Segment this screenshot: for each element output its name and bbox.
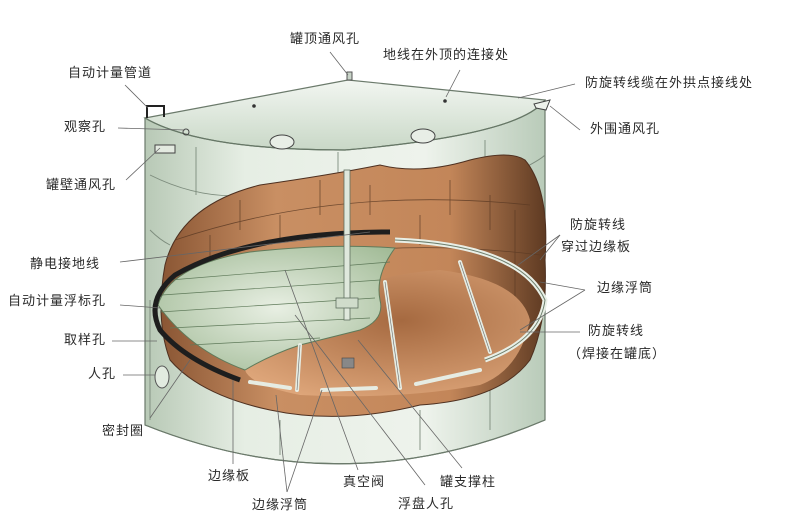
label-deck-manhole: 浮盘人孔 bbox=[398, 497, 455, 512]
label-anti-rotation-weld-1: 防旋转线 bbox=[588, 324, 645, 339]
label-auto-gauge-float-hole: 自动计量浮标孔 bbox=[8, 294, 107, 309]
label-anti-rotation-line-1: 防旋转线 bbox=[570, 218, 627, 233]
label-seal-ring: 密封圈 bbox=[102, 424, 145, 439]
label-inspection-hole: 观察孔 bbox=[64, 120, 107, 135]
label-support-column: 罐支撑柱 bbox=[440, 475, 497, 490]
label-static-ground-wire: 静电接地线 bbox=[30, 257, 101, 272]
label-rim-plate: 边缘板 bbox=[208, 469, 251, 484]
label-anti-rotation-line-2: 穿过边缘板 bbox=[561, 240, 632, 255]
label-vacuum-valve: 真空阀 bbox=[343, 475, 386, 490]
label-roof-vent: 罐顶通风孔 bbox=[290, 32, 361, 47]
label-sampling-hole: 取样孔 bbox=[64, 333, 107, 348]
label-ground-wire-top: 地线在外顶的连接处 bbox=[383, 48, 510, 63]
label-anti-rotation-cable-top: 防旋转线缆在外拱点接线处 bbox=[585, 76, 754, 91]
label-rim-pontoon-right: 边缘浮筒 bbox=[597, 281, 654, 296]
label-wall-vent: 罐壁通风孔 bbox=[46, 178, 117, 193]
label-perimeter-vent: 外围通风孔 bbox=[590, 122, 661, 137]
label-rim-pontoon-bottom: 边缘浮筒 bbox=[252, 498, 309, 513]
label-anti-rotation-weld-2: （焊接在罐底） bbox=[568, 347, 667, 362]
label-auto-gauge-pipe: 自动计量管道 bbox=[68, 66, 153, 81]
label-manhole: 人孔 bbox=[88, 367, 117, 382]
